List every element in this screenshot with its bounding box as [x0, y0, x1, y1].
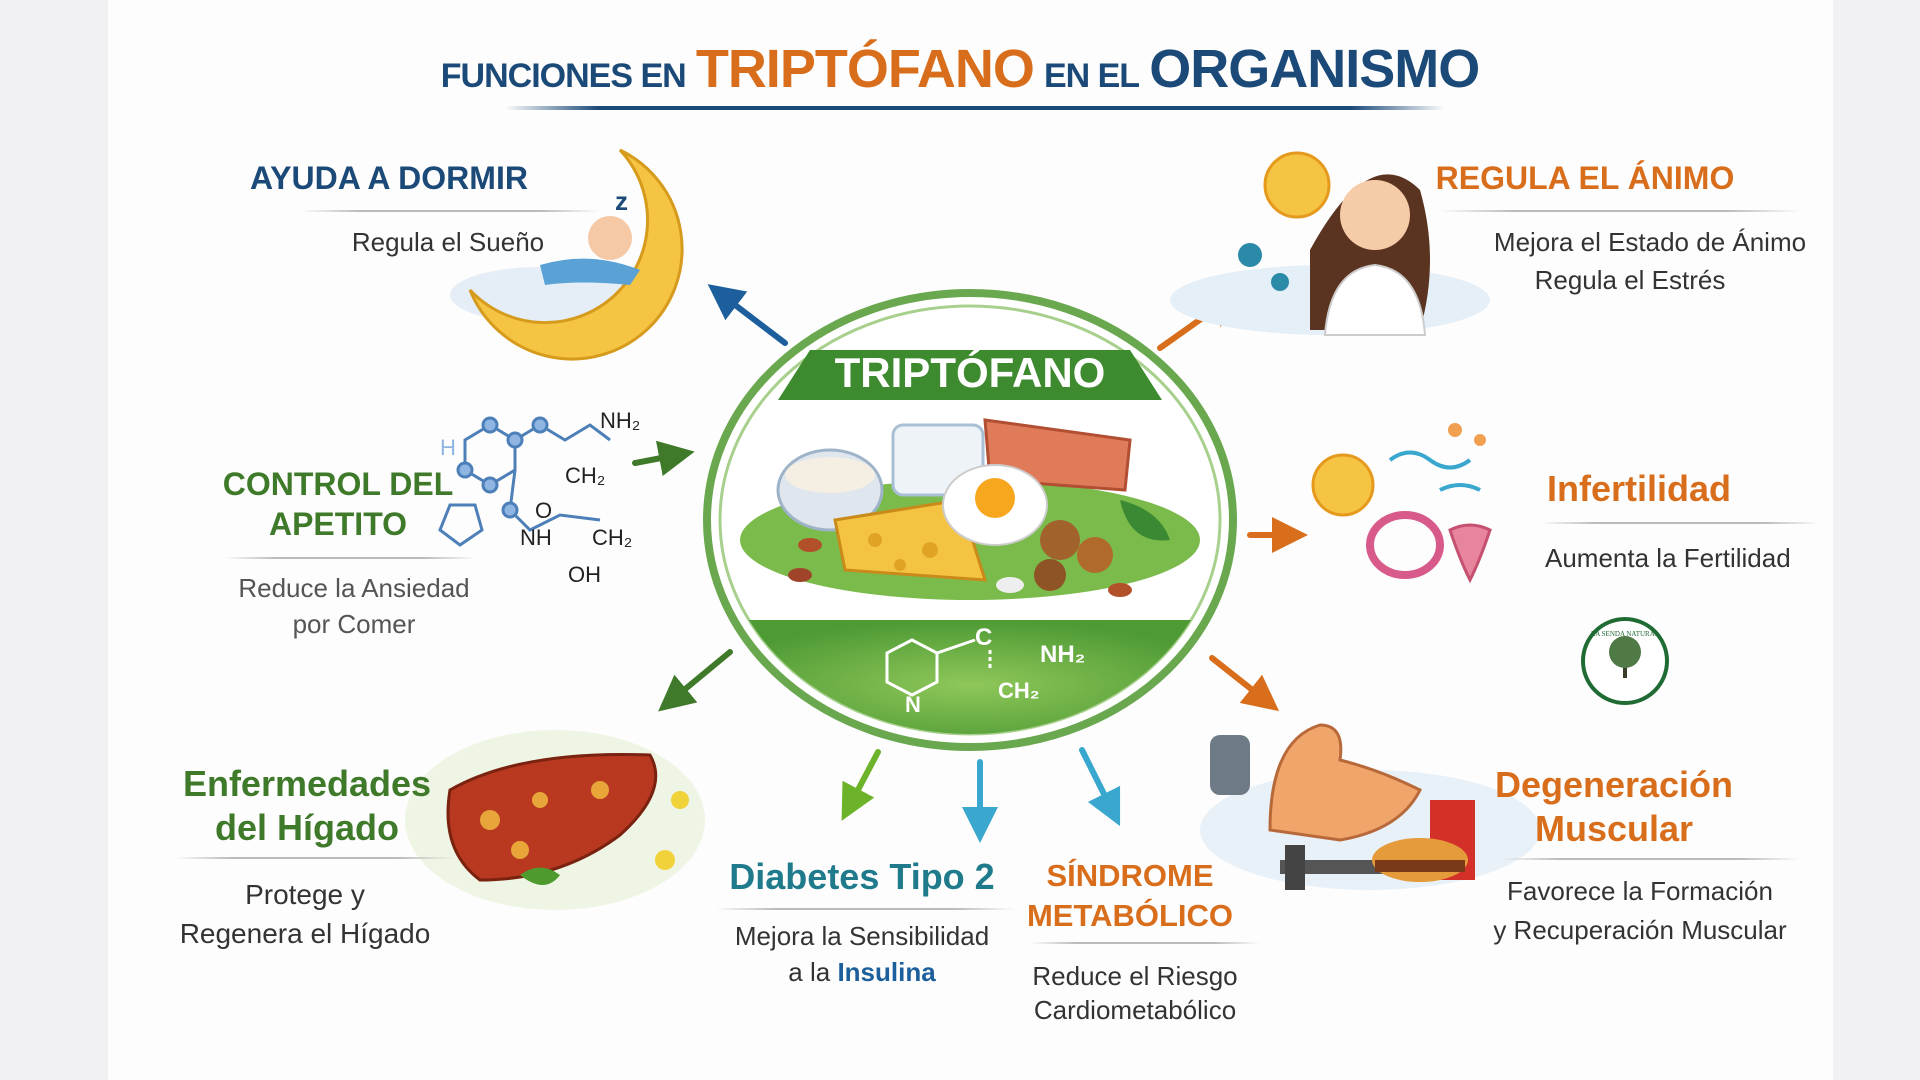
- appetite-title-line: CONTROL DEL: [222, 466, 454, 502]
- metabolic-text-1: Reduce el Riesgo: [1032, 961, 1238, 991]
- arrow-liver: [658, 649, 733, 712]
- muscle-text-2: y Recuperación Muscular: [1493, 915, 1787, 945]
- center-banner: [778, 350, 1162, 400]
- liver-title: Enfermedades del Hígado: [157, 762, 457, 850]
- arrow-appetite: [632, 440, 695, 477]
- metabolic-text-2: Cardiometabólico: [1033, 995, 1237, 1025]
- divider: [175, 857, 455, 859]
- diabetes-text-prefix: a la: [788, 957, 831, 987]
- molecule-oh: OH: [568, 562, 601, 587]
- formula-drawing: [885, 638, 992, 697]
- title-part: Funciones en: [440, 57, 687, 95]
- arrows: [632, 284, 1308, 843]
- divider: [715, 908, 1015, 910]
- molecule-o: O: [535, 498, 552, 523]
- arrow-muscle: [1209, 655, 1280, 712]
- center-circle: C NH₂ CH₂ N: [703, 289, 1237, 751]
- fertility-text: Aumenta la Fertilidad: [1545, 543, 1791, 573]
- arrow-sleep: [707, 284, 788, 346]
- appetite-text-1: Reduce la Ansiedad: [238, 573, 470, 603]
- sleep-text: Regula el Sueño: [351, 227, 545, 257]
- liver-title-line: Enfermedades: [182, 763, 432, 804]
- muscle-text-1: Favorece la Formación: [1507, 876, 1773, 906]
- formula-nh2: NH₂: [1040, 641, 1085, 668]
- molecule-nh2: NH₂: [600, 408, 640, 433]
- mood-text-1: Mejora el Estado de Ánimo: [1493, 227, 1807, 257]
- molecule-nh: NH: [520, 525, 552, 550]
- muscle-title-line: Degeneración: [1494, 764, 1734, 805]
- sleep-title: AYUDA A DORMIR: [250, 160, 528, 196]
- mood-illustration: [1170, 151, 1490, 336]
- diabetes-title: Diabetes Tipo 2: [729, 856, 995, 897]
- center-label: TRIPTÓFANO: [835, 348, 1106, 396]
- divider: [225, 557, 475, 559]
- main-title: Funciones en Triptófano en el Organismo: [0, 38, 1920, 100]
- moon-sleep-illustration: z: [450, 148, 684, 361]
- liver-illustration: [405, 730, 705, 910]
- title-part: Organismo: [1149, 39, 1480, 99]
- metabolic-title-line: METABÓLICO: [1026, 898, 1234, 933]
- food-illustration: [776, 418, 1170, 597]
- divider: [1540, 522, 1820, 524]
- metabolic-title: SÍNDROME METABÓLICO: [1000, 856, 1260, 936]
- title-highlight: Triptófano: [695, 39, 1035, 99]
- liver-text-1: Protege y: [245, 879, 365, 910]
- formula-n: N: [905, 692, 921, 717]
- insulina-highlight: Insulina: [837, 957, 936, 987]
- metabolic-title-line: SÍNDROME: [1046, 858, 1214, 893]
- title-underline: [505, 106, 1445, 110]
- diabetes-text-2: a la Insulina: [712, 954, 1012, 991]
- title-part: en el: [1043, 57, 1140, 95]
- appetite-title: CONTROL DEL APETITO: [208, 464, 468, 544]
- formula-c: C: [975, 624, 992, 651]
- diabetes-text-1: Mejora la Sensibilidad: [734, 921, 990, 951]
- fertility-illustration: [1311, 423, 1492, 584]
- molecule-ch2: CH₂: [565, 463, 605, 488]
- molecule-illustration: [438, 416, 611, 547]
- muscle-title: Degeneración Muscular: [1464, 763, 1764, 851]
- arrow-diabetes: [841, 749, 881, 821]
- formula-ch2: CH₂: [998, 678, 1040, 703]
- liver-text-2: Regenera el Hígado: [179, 918, 431, 949]
- mood-title: REGULA EL ÁNIMO: [1435, 160, 1735, 196]
- divider: [1030, 942, 1260, 944]
- divider: [300, 210, 600, 212]
- muscle-title-line: Muscular: [1534, 808, 1694, 849]
- divider: [1500, 858, 1800, 860]
- divider: [1440, 210, 1800, 212]
- fertility-title: Infertilidad: [1547, 468, 1732, 509]
- liver-title-line: del Hígado: [214, 807, 399, 848]
- molecule-h: H: [440, 435, 456, 460]
- logo-text: LA SENDA NATURAL: [1591, 630, 1659, 638]
- appetite-title-line: APETITO: [268, 506, 408, 542]
- molecule-ch2: CH₂: [592, 525, 632, 550]
- arrow-metabolic: [1079, 747, 1121, 827]
- mood-text-2: Regula el Estrés: [1534, 265, 1726, 295]
- svg-text:z: z: [615, 186, 628, 216]
- appetite-text-2: por Comer: [292, 609, 416, 639]
- logo: LA SENDA NATURAL: [1581, 617, 1669, 705]
- muscle-illustration: [1200, 723, 1540, 890]
